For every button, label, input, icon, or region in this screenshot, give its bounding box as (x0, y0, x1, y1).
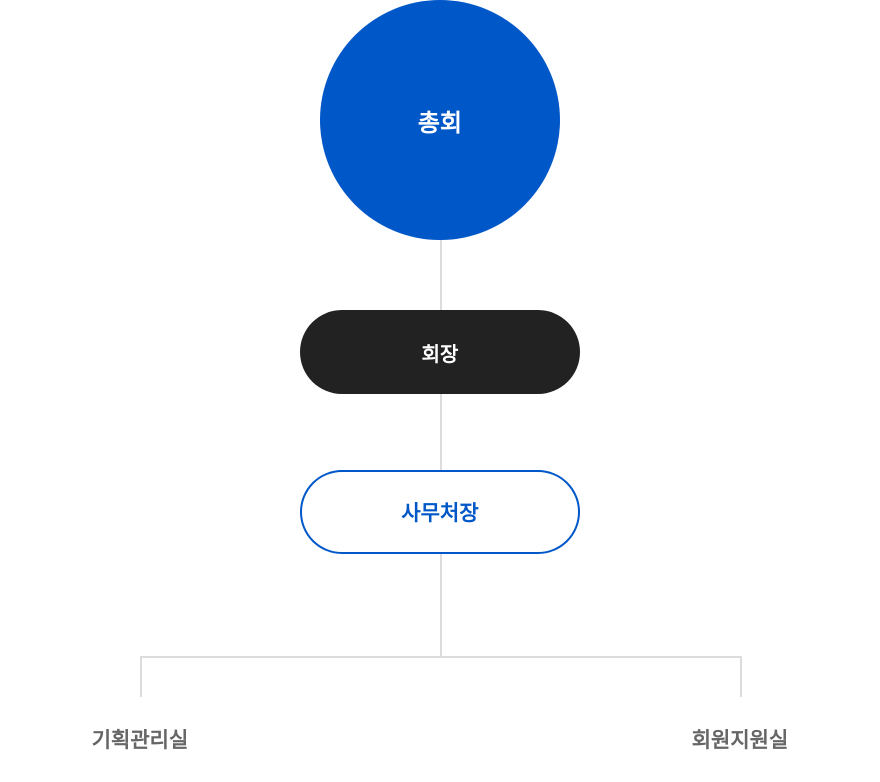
general-assembly-node: 총회 (320, 0, 560, 240)
chairman-label: 회장 (421, 341, 459, 366)
connector-secretary-branch (440, 554, 442, 657)
connector-chair-secretary (440, 394, 442, 470)
secretary-general-node: 사무처장 (300, 470, 580, 554)
secretary-general-label: 사무처장 (401, 501, 479, 525)
connector-horizontal (140, 656, 742, 658)
general-assembly-label: 총회 (417, 108, 463, 137)
connector-left-dept (140, 656, 142, 697)
connector-right-dept (740, 656, 742, 697)
connector-general-chair (440, 240, 442, 310)
department-planning: 기획관리실 (91, 728, 189, 752)
department-member-support: 회원지원실 (691, 728, 789, 752)
chairman-node: 회장 (300, 310, 580, 394)
